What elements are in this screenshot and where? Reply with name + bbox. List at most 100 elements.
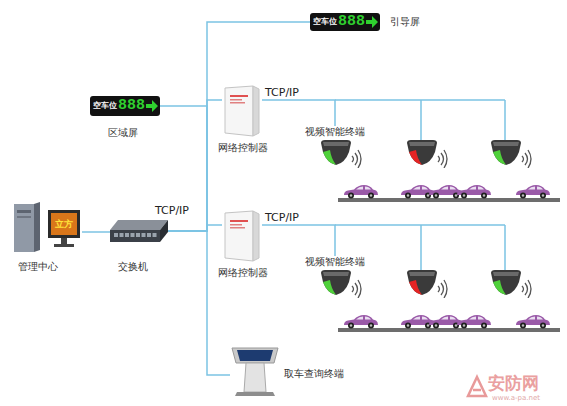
device-label: 视频智能终端 [304,256,366,268]
switch-icon-part [125,233,129,237]
display-digits: 888 [118,96,145,116]
video-terminal: 视频智能终端 [304,126,366,172]
parked-cars [344,185,550,329]
query-kiosk: 取车查询终端 [230,345,280,397]
controller-icon-part [230,95,248,97]
controller-icon-part [230,99,242,101]
computer-icon-part [17,216,31,218]
parked-cars-part [516,185,550,199]
computer-icon-part [34,202,40,252]
display-caption: 空车位 [313,18,337,26]
parked-cars-part [457,315,491,329]
controller-icon-part [230,227,245,229]
parking-road [338,198,560,332]
connector [168,231,230,375]
kiosk-icon-part [244,363,266,392]
controller-icon-part [225,86,253,136]
parked-cars-part [401,185,435,199]
switch-icon-part [160,220,168,242]
watermark-logo [468,377,486,396]
switch-icon-part [153,233,157,237]
extra-cameras-part [407,270,447,298]
display-arrow [146,100,158,112]
parked-cars-part [516,315,550,329]
parked-cars-part [401,315,435,329]
switch-icon-part [147,233,151,237]
device-label: 网络控制器 [218,266,268,280]
extra-cameras [407,140,531,298]
parking-road-part [338,198,560,202]
parking-road-part [338,328,560,332]
switch-icon-part [120,233,124,237]
controller-icon-part [230,224,242,226]
controller-icon-part [230,102,245,104]
switch-icon-part [114,233,118,237]
parked-cars-part [344,185,378,199]
watermark-text: www.a-pa.net [492,394,540,402]
camera-use [321,270,361,298]
switch-icon-part [131,233,135,237]
display-arrow-part [146,100,158,112]
edge-label: TCP/IP [155,205,189,217]
network-controller: 网络控制器 [222,210,262,262]
switch-icon-part [110,220,168,230]
device-label: 交换机 [118,260,148,274]
network-controller: 网络控制器 [222,85,262,137]
switch-icon-part [110,230,160,242]
network-switch: 交换机 [110,218,168,244]
device-label: 引导屏 [390,15,420,29]
parked-cars-part [457,185,491,199]
computer-icon-part [61,238,67,244]
connector [82,231,110,233]
device-label: 管理中心 [18,260,58,274]
computer-icon-part [14,204,34,252]
connector [168,225,222,231]
camera-use [321,140,361,168]
controller-icon [222,210,262,262]
switch-icon-part [142,233,146,237]
switch-icon-part [136,233,140,237]
kiosk-icon-part [232,348,278,363]
controller-icon-part [253,86,259,136]
edge-label: TCP/IP [265,87,299,99]
parked-cars-part [344,315,378,329]
parked-cars-part [429,315,463,329]
kiosk-icon-part [237,350,273,361]
display-arrow [366,16,378,28]
device-label: 视频智能终端 [304,126,366,138]
extra-cameras-part [491,140,531,168]
display-digits: 888 [338,13,365,31]
camera-icon [318,270,364,298]
controller-icon [222,85,262,137]
computer-icon-part [54,244,74,247]
led-display: 空车位888区域屏 [90,96,160,116]
camera-icon [318,140,364,168]
connector [262,225,335,256]
management-computer: 立方管理中心 [12,200,82,255]
extra-cameras-part [491,270,531,298]
connector [168,22,310,231]
device-label: 区域屏 [108,126,138,140]
edge-label: TCP/IP [265,212,299,224]
parked-cars-part [429,185,463,199]
watermark-logo-part [468,377,486,396]
device-label: 取车查询终端 [284,367,344,381]
video-terminal: 视频智能终端 [304,256,366,302]
display-caption: 空车位 [93,102,117,110]
led-display: 空车位888引导屏 [310,13,380,31]
screen-text: 立方 [51,213,77,235]
watermark-text: 安防网 [488,374,539,393]
computer-icon-part [51,213,77,235]
kiosk-icon-part [235,392,275,396]
camera-bus [335,100,505,270]
computer-icon-part [17,210,31,213]
kiosk-icon [230,345,280,397]
display-arrow-part [366,16,378,28]
computer-icon-part [48,210,80,238]
extra-cameras-part [407,140,447,168]
watermark-logo-part [473,389,481,392]
connector [262,100,335,126]
